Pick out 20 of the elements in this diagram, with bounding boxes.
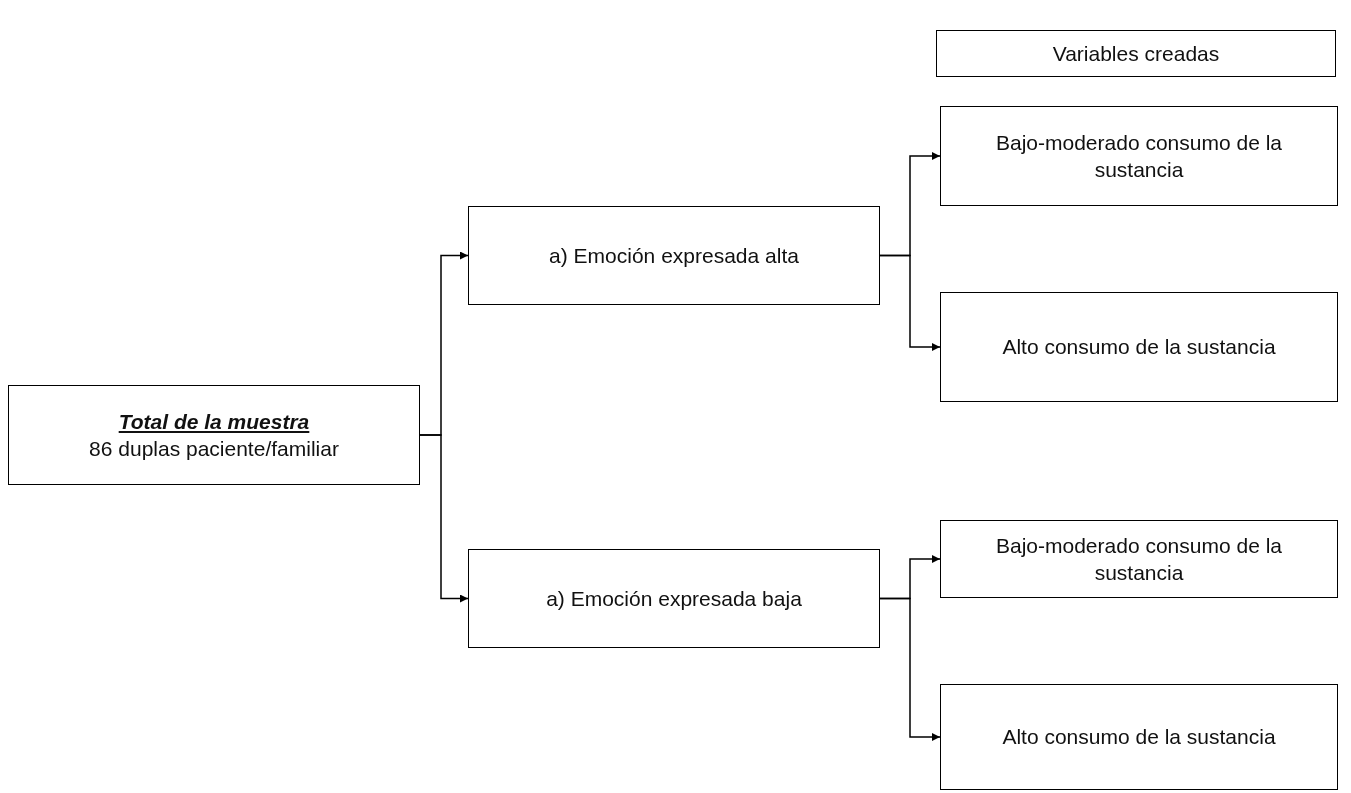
process-box (8, 385, 420, 485)
process-box (936, 30, 1336, 77)
node-label: Bajo-moderado consumo de la sustancia (995, 129, 1283, 183)
node-label: Alto consumo de la sustancia (1002, 334, 1276, 361)
process-box (468, 549, 880, 648)
node-label: Bajo-moderado consumo de la sustancia (995, 532, 1283, 586)
node-label: Alto consumo de la sustancia (1002, 724, 1276, 751)
process-box (940, 106, 1338, 206)
node-label: a) Emoción expresada baja (546, 585, 802, 612)
connector-arrow (879, 254, 941, 351)
node-label: 86 duplas paciente/familiar (89, 436, 339, 462)
connector-arrow (419, 434, 469, 603)
node-label: Variables creadas (1052, 40, 1220, 67)
process-box (940, 292, 1338, 402)
node-label: a) Emoción expresada alta (549, 242, 799, 269)
connector-arrow (879, 597, 941, 741)
process-box (940, 684, 1338, 790)
process-box (468, 206, 880, 305)
process-box (940, 520, 1338, 598)
node-heading: Total de la muestra (118, 408, 310, 435)
